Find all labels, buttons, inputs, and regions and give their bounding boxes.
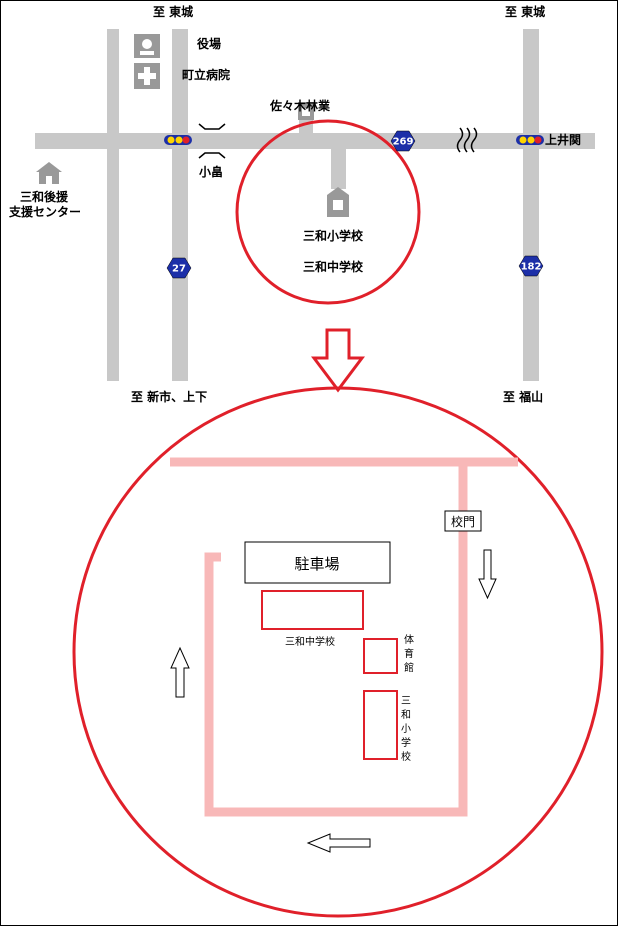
route-27-sign: 27	[166, 257, 192, 279]
bridge-label: 小畠	[199, 164, 223, 179]
gym-char: 育	[404, 647, 414, 660]
gym-building	[363, 638, 398, 674]
elem-char: 校	[401, 750, 411, 763]
route-182-sign: 182	[518, 255, 544, 277]
route-27-number: 27	[172, 264, 186, 275]
road-west	[107, 29, 119, 381]
gym-label: 体 育 館	[404, 634, 414, 674]
down-arrow-icon	[478, 549, 497, 600]
hospital-label: 町立病院	[182, 67, 230, 82]
traffic-light-icon	[516, 135, 544, 145]
hospital-icon	[134, 63, 160, 89]
gym-char: 館	[404, 661, 414, 674]
support-center-label-2: 支援センター	[8, 204, 81, 219]
elem-char: 三	[401, 696, 411, 707]
elem-char: 小	[401, 723, 411, 735]
support-center-label-1: 三和後援	[20, 189, 69, 204]
office-icon	[134, 34, 160, 58]
dest-top-left: 至 東城	[153, 4, 193, 19]
dest-bottom-left: 至 新市、上下	[131, 389, 207, 404]
route-269-number: 269	[393, 137, 414, 148]
lumber-icon	[298, 102, 314, 120]
school-area-circle	[235, 119, 421, 305]
traffic-light-icon	[164, 135, 192, 145]
school-icon	[327, 187, 349, 217]
left-arrow-icon	[306, 833, 371, 853]
dest-bottom-right: 至 福山	[503, 389, 543, 404]
bridge-icon	[198, 123, 226, 159]
road-route-269	[35, 133, 595, 149]
dest-top-right: 至 東城	[505, 4, 545, 19]
middle-school-building-label: 三和中学校	[285, 635, 335, 648]
gate-box	[444, 510, 482, 532]
middle-school-label: 三和中学校	[303, 259, 364, 274]
parking-label: 駐車場	[294, 555, 339, 573]
house-icon	[36, 162, 62, 184]
access-route	[170, 457, 518, 817]
elem-char: 和	[401, 709, 411, 721]
route-182-number: 182	[521, 262, 542, 273]
middle-school-building	[261, 590, 364, 630]
elem-char: 学	[401, 736, 411, 749]
curve-sign-icon	[456, 127, 478, 153]
gym-char: 体	[404, 634, 414, 646]
elementary-school-vertical-label: 三 和 小 学 校	[401, 696, 411, 763]
road-to-school	[331, 149, 346, 189]
parking-lot	[244, 541, 391, 584]
elementary-school-building	[363, 690, 398, 760]
down-big-arrow-icon	[311, 328, 365, 393]
gate-label: 校門	[451, 514, 475, 529]
elementary-school-label: 三和小学校	[303, 228, 364, 243]
intersection-label: 上井関	[545, 132, 581, 147]
city-office-label: 役場	[197, 36, 221, 51]
lumber-label: 佐々木林業	[269, 98, 331, 113]
detail-circle	[72, 386, 604, 918]
up-arrow-icon	[170, 646, 190, 698]
road-route-182	[523, 29, 539, 381]
road-route-27	[172, 29, 188, 381]
route-269-sign: 269	[390, 130, 416, 152]
